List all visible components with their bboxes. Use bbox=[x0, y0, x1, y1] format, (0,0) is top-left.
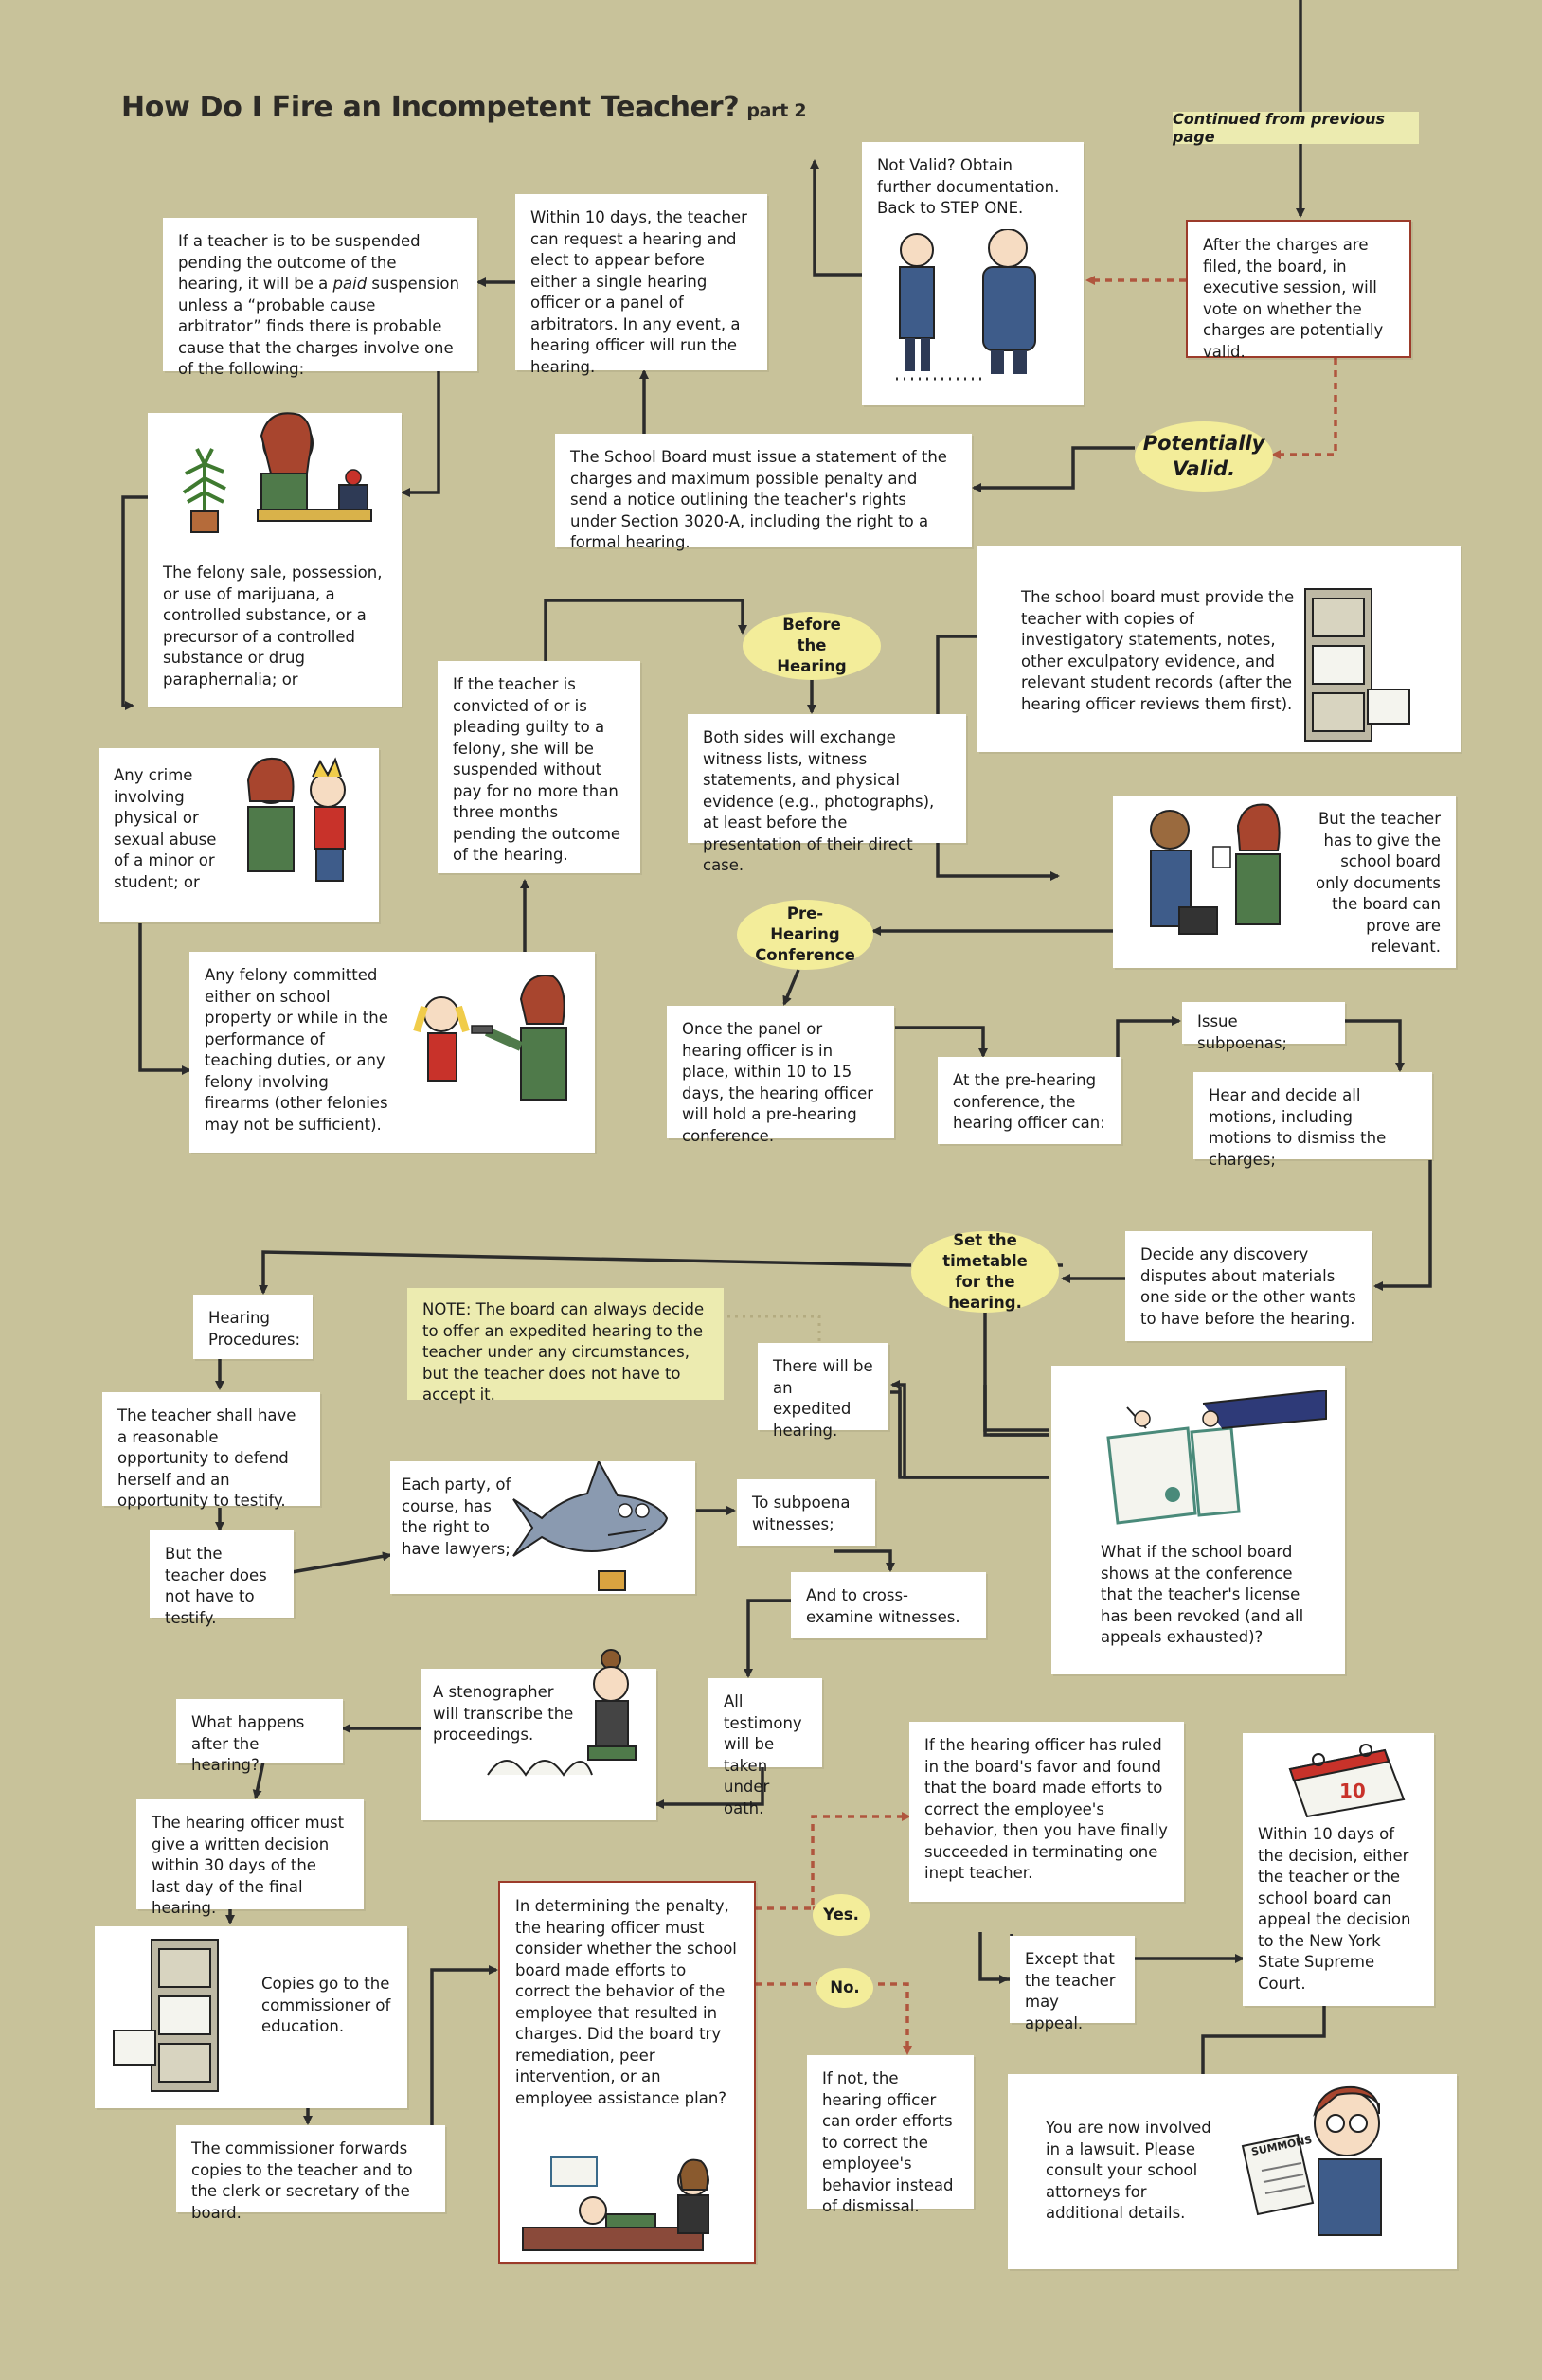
shark-lawyer-illustration bbox=[512, 1461, 669, 1591]
torn-license-illustration bbox=[1106, 1390, 1327, 1525]
felony-sale-text: The felony sale, possession, or use of m… bbox=[163, 564, 383, 689]
gun-illustration bbox=[413, 975, 567, 1101]
title-part: part 2 bbox=[746, 100, 807, 121]
lawsuit-text: You are now involved in a lawsuit. Pleas… bbox=[1046, 2119, 1211, 2222]
continued-label: Continued from previous page bbox=[1173, 110, 1419, 146]
not-valid-text: Not Valid? Obtain further documentation.… bbox=[877, 156, 1060, 217]
if-not-box: If not, the hearing officer can order ef… bbox=[807, 2055, 974, 2215]
suspended-box: If a teacher is to be suspended pending … bbox=[163, 218, 477, 378]
school-board-provide-box: The school board must provide the teache… bbox=[977, 546, 1461, 752]
ruled-favor-box: If the hearing officer has ruled in the … bbox=[909, 1722, 1184, 1902]
but-teacher-box: But the teacher has to give the school b… bbox=[1113, 796, 1456, 968]
convicted-box: If the teacher is convicted of or is ple… bbox=[438, 661, 640, 873]
stenographer-illustration bbox=[487, 1649, 637, 1777]
potentially-valid-oval: Potentially Valid. bbox=[1135, 421, 1273, 492]
pre-hearing-oval: Pre-Hearing Conference bbox=[737, 900, 873, 970]
within10-box: Within 10 days, the teacher can request … bbox=[515, 194, 767, 376]
statement-box: The School Board must issue a statement … bbox=[555, 434, 972, 551]
file-cabinet-illustration bbox=[1304, 588, 1410, 742]
copies-box: Copies go to the commissioner of educati… bbox=[95, 1926, 407, 2108]
lawyers-box: Each party, of course, has the right to … bbox=[390, 1461, 695, 1594]
calendar-day-text: 10 bbox=[1339, 1780, 1366, 1802]
therapy-illustration bbox=[522, 2156, 709, 2251]
commissioner-forwards-box: The commissioner forwards copies to the … bbox=[176, 2125, 445, 2222]
officials-illustration bbox=[896, 229, 1036, 381]
exchange-documents-illustration bbox=[1150, 803, 1281, 935]
copies-text: Copies go to the commissioner of educati… bbox=[261, 1975, 391, 2035]
copies-cabinet-illustration bbox=[113, 1939, 219, 2092]
lawsuit-box: You are now involved in a lawsuit. Pleas… bbox=[1008, 2074, 1457, 2269]
summons-illustration: SUMMONS bbox=[1241, 2085, 1382, 2236]
issue-subpoenas-box: Issue subpoenas; bbox=[1182, 1002, 1345, 1052]
before-hearing-oval: Before the Hearing bbox=[743, 612, 881, 680]
license-revoked-box: What if the school board shows at the co… bbox=[1051, 1366, 1345, 1674]
except-appeal-box: Except that the teacher may appeal. bbox=[1010, 1936, 1135, 2032]
no-oval: No. bbox=[816, 1968, 873, 2008]
set-timetable-oval: Set the timetable for the hearing. bbox=[911, 1231, 1059, 1313]
not-valid-box: Not Valid? Obtain further documentation.… bbox=[862, 142, 1084, 405]
hear-decide-box: Hear and decide all motions, including m… bbox=[1193, 1072, 1432, 1169]
page-title: How Do I Fire an Incompetent Teacher?par… bbox=[121, 91, 807, 124]
any-crime-box: Any crime involving physical or sexual a… bbox=[99, 748, 379, 922]
paid-emphasis: paid bbox=[332, 275, 368, 293]
expedited-box: There will be an expedited hearing. bbox=[758, 1343, 888, 1440]
under-oath-box: All testimony will be taken under oath. bbox=[708, 1678, 822, 1817]
cross-examine-box: And to cross-examine witnesses. bbox=[791, 1572, 986, 1638]
any-felony-text: Any felony committed either on school pr… bbox=[205, 966, 388, 1134]
teacher-desk-illustration bbox=[182, 412, 372, 533]
any-crime-text: Any crime involving physical or sexual a… bbox=[114, 766, 217, 891]
once-panel-box: Once the panel or hearing officer is in … bbox=[667, 1006, 894, 1145]
decide-discovery-box: Decide any discovery disputes about mate… bbox=[1125, 1231, 1372, 1341]
exchange-box: Both sides will exchange witness lists, … bbox=[688, 714, 966, 874]
note-box: NOTE: The board can always decide to off… bbox=[407, 1288, 724, 1404]
subpoena-witnesses-box: To subpoena witnesses; bbox=[737, 1479, 875, 1546]
but-teacher-text: But the teacher has to give the school b… bbox=[1316, 810, 1441, 956]
not-testify-box: But the teacher does not have to testify… bbox=[150, 1530, 294, 1627]
hearing-procedures-box: Hearing Procedures: bbox=[193, 1295, 313, 1359]
written-decision-box: The hearing officer must give a written … bbox=[136, 1799, 364, 1917]
reasonable-opp-box: The teacher shall have a reasonable oppo… bbox=[102, 1392, 320, 1510]
within10-decision-box: 10 Within 10 days of the decision, eithe… bbox=[1243, 1733, 1434, 2006]
any-felony-box: Any felony committed either on school pr… bbox=[189, 952, 595, 1153]
felony-sale-box: The felony sale, possession, or use of m… bbox=[148, 412, 402, 707]
what-happens-box: What happens after the hearing? bbox=[176, 1699, 343, 1774]
penalty-box: In determining the penalty, the hearing … bbox=[498, 1881, 756, 2264]
calendar-icon: 10 bbox=[1288, 1744, 1406, 1818]
abuse-illustration bbox=[246, 757, 346, 882]
lawyers-text: Each party, of course, has the right to … bbox=[402, 1476, 511, 1558]
after-charges-box: After the charges are filed, the board, … bbox=[1186, 220, 1411, 361]
license-revoked-text: What if the school board shows at the co… bbox=[1101, 1543, 1304, 1646]
within10-decision-text: Within 10 days of the decision, either t… bbox=[1258, 1825, 1411, 1993]
stenographer-box: A stenographer will transcribe the proce… bbox=[421, 1649, 656, 1820]
penalty-text: In determining the penalty, the hearing … bbox=[515, 1897, 737, 2107]
stenographer-text: A stenographer will transcribe the proce… bbox=[433, 1683, 574, 1744]
at-prehearing-box: At the pre-hearing conference, the heari… bbox=[938, 1057, 1121, 1144]
yes-oval: Yes. bbox=[813, 1894, 870, 1936]
school-board-provide-text: The school board must provide the teache… bbox=[1021, 588, 1295, 713]
